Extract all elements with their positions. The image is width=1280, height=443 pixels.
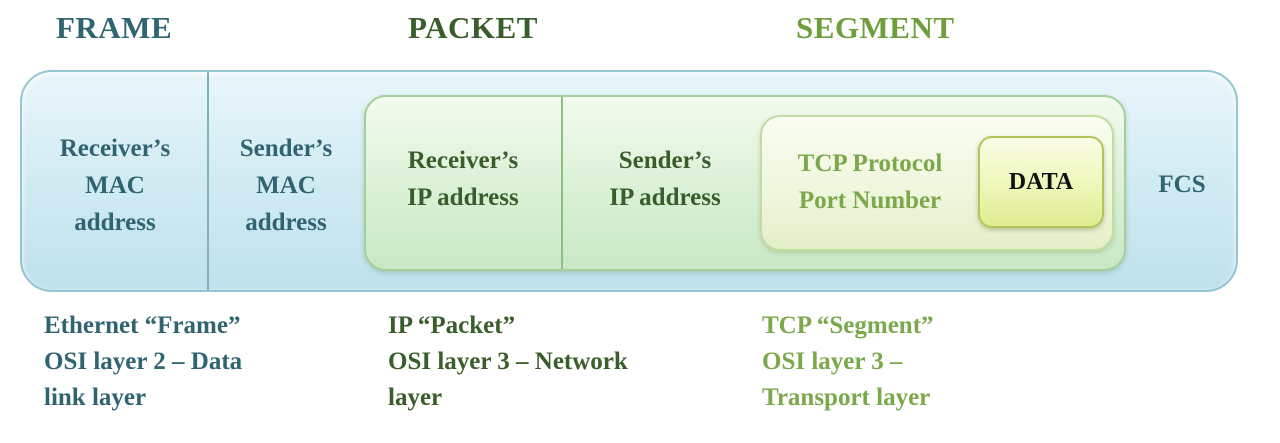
frame-divider (207, 72, 209, 290)
tcp-port-field: TCP Protocol Port Number (797, 150, 943, 214)
receiver-ip-field: Receiver’s IP address (407, 147, 519, 211)
sender-ip-field: Sender’s IP address (609, 147, 721, 211)
frame-caption: Ethernet “Frame” OSI layer 2 – Data link… (44, 312, 243, 411)
sender-mac-field: Sender’s MAC address (239, 135, 333, 236)
data-label: DATA (1008, 168, 1074, 195)
fcs-field: FCS (1158, 171, 1206, 198)
segment-header: SEGMENT (796, 10, 955, 45)
receiver-mac-field: Receiver’s MAC address (59, 135, 171, 236)
packet-header: PACKET (408, 10, 538, 45)
data-container: DATA (978, 136, 1104, 228)
packet-divider (561, 97, 563, 269)
segment-caption: TCP “Segment” OSI layer 3 – Transport la… (762, 312, 934, 411)
packet-caption: IP “Packet” OSI layer 3 – Network layer (388, 312, 628, 411)
frame-header: FRAME (56, 10, 173, 45)
